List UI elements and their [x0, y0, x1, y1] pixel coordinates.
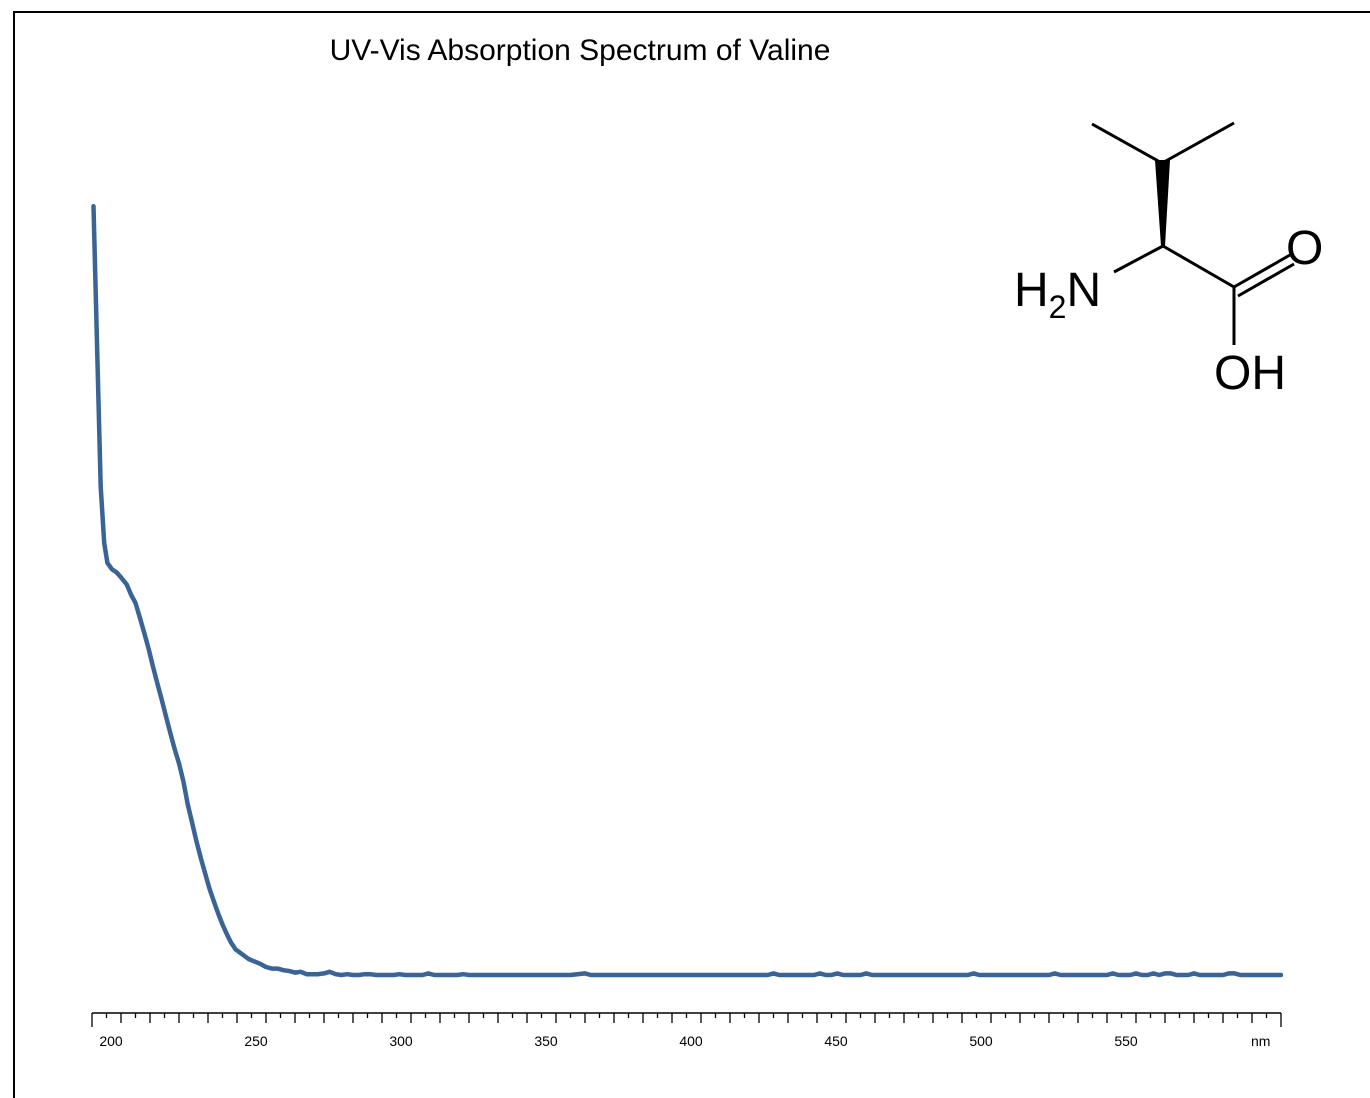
- wedge-bond: [1155, 160, 1170, 246]
- x-tick-label: 400: [679, 1033, 703, 1049]
- x-axis: 200 250 300 350 400 450 500 550 nm: [91, 1012, 1282, 1049]
- x-tick-label: 200: [99, 1033, 123, 1049]
- x-tick-label: 300: [389, 1033, 413, 1049]
- x-tick-label: 350: [534, 1033, 558, 1049]
- valine-structure: H2N O OH: [1014, 121, 1323, 400]
- chart-border: [13, 11, 1370, 1098]
- bond-alpha-carboxyl: [1162, 244, 1235, 289]
- bond-methyl-left: [1091, 122, 1161, 164]
- x-tick-labels: 200 250 300 350 400 450 500 550: [99, 1033, 1138, 1049]
- x-tick-label: 550: [1114, 1033, 1138, 1049]
- x-ticks: [91, 1013, 1282, 1027]
- x-tick-label: 250: [244, 1033, 268, 1049]
- chart-title: UV-Vis Absorption Spectrum of Valine: [330, 34, 831, 67]
- x-unit-label: nm: [1251, 1033, 1270, 1049]
- x-tick-label: 450: [824, 1033, 848, 1049]
- series-line-valine: [91, 203, 1284, 978]
- carbonyl-o-label: O: [1286, 222, 1323, 275]
- bond-carbonyl-1: [1233, 253, 1291, 289]
- bond-carbonyl-2: [1237, 262, 1295, 298]
- bond-alpha-amine: [1113, 244, 1164, 274]
- amine-label: H2N: [1014, 264, 1101, 325]
- hydroxyl-label: OH: [1214, 347, 1286, 400]
- x-tick-label: 500: [969, 1033, 993, 1049]
- bond-methyl-right: [1163, 121, 1235, 164]
